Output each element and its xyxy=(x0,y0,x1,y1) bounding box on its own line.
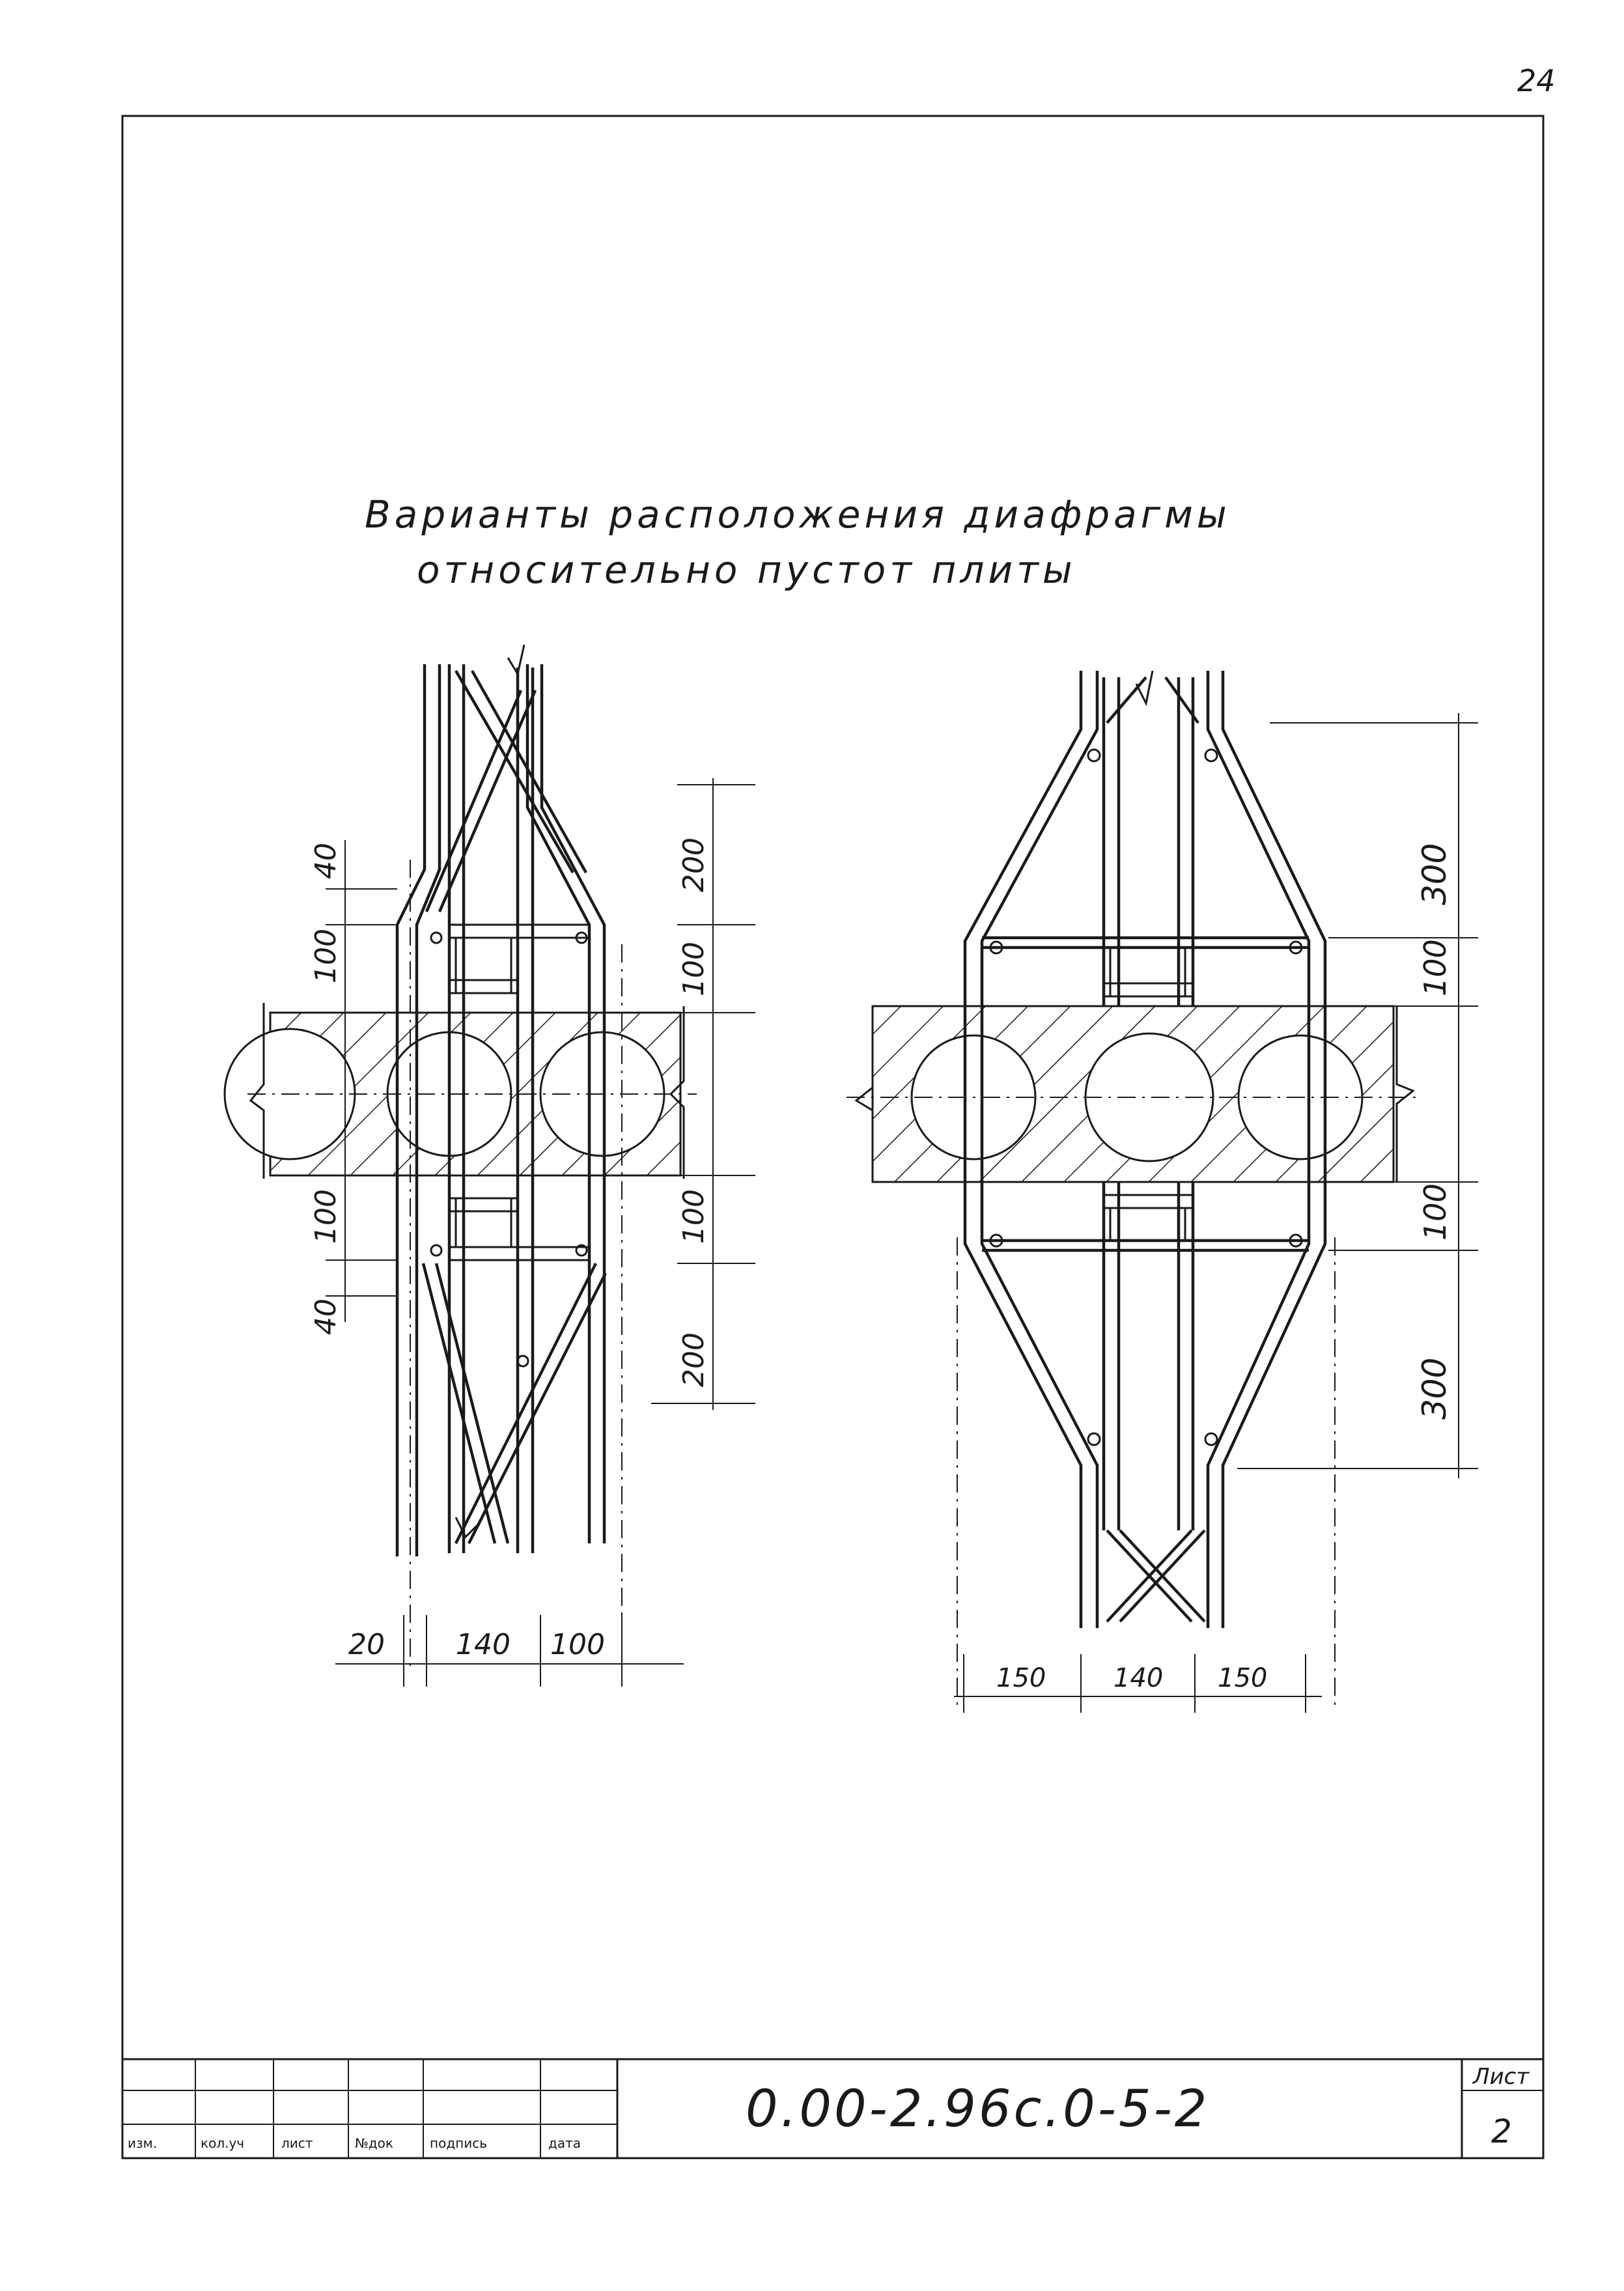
right-detail: 300 100 100 300 150 140 150 xyxy=(847,670,1478,1713)
left-dim-200-bottom: 200 xyxy=(677,1332,710,1387)
left-dim-40-bottom: 40 xyxy=(309,1299,343,1335)
right-dim-100-lower: 100 xyxy=(1418,1183,1453,1241)
drawing-title-line2: относительно пустот плиты xyxy=(417,548,1076,592)
tb-col-kol-uch: кол.уч xyxy=(201,2135,244,2151)
sheet-label: Лист xyxy=(1472,2064,1530,2090)
sheet-number: 2 xyxy=(1491,2113,1512,2150)
tb-col-ndok: №док xyxy=(355,2135,393,2151)
left-dim-100-top: 100 xyxy=(309,929,343,983)
left-dim-20: 20 xyxy=(348,1628,385,1661)
left-dim-40-top: 40 xyxy=(309,843,343,879)
drawing-title-line1: Варианты расположения диафрагмы xyxy=(365,492,1231,537)
right-dim-150-right: 150 xyxy=(1218,1663,1267,1693)
tb-col-izm: изм. xyxy=(128,2135,157,2151)
left-dim-100-lower: 100 xyxy=(677,1189,710,1244)
tb-col-list: лист xyxy=(281,2135,313,2151)
left-dim-100-upper: 100 xyxy=(677,942,710,996)
title-block: изм. кол.уч лист №док подпись дата 0.00-… xyxy=(121,2058,1545,2159)
right-dim-140: 140 xyxy=(1113,1663,1163,1693)
tb-col-data: дата xyxy=(548,2135,581,2151)
right-dim-300-bottom: 300 xyxy=(1416,1358,1453,1420)
left-dim-200-top: 200 xyxy=(677,837,710,892)
left-dim-100-bottom: 100 xyxy=(309,1189,343,1244)
right-dim-100-upper: 100 xyxy=(1418,939,1453,996)
document-code: 0.00-2.96с.0-5-2 xyxy=(746,2080,1209,2139)
page-number: 24 xyxy=(1517,63,1556,98)
right-dim-300-top: 300 xyxy=(1416,843,1453,905)
left-detail: 40 100 100 40 200 100 100 200 20 140 100 xyxy=(223,644,755,1687)
left-dim-140: 140 xyxy=(456,1628,511,1661)
left-dim-100-horizontal: 100 xyxy=(550,1628,605,1661)
right-dim-150-left: 150 xyxy=(996,1663,1046,1693)
tb-col-podpis: подпись xyxy=(430,2135,487,2151)
